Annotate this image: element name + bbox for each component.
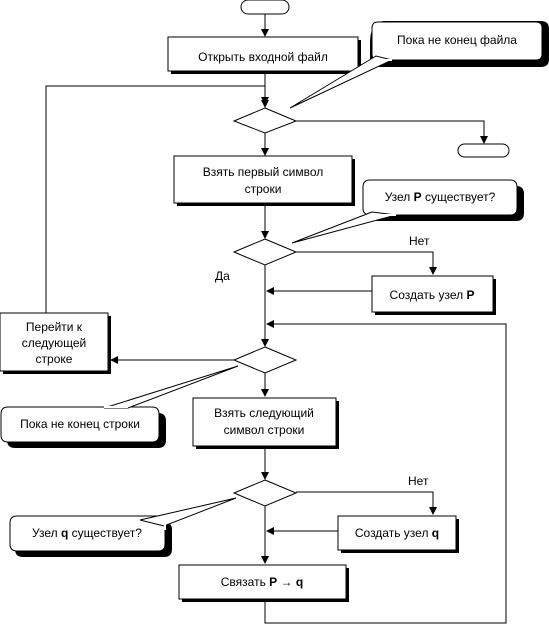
decision-q-exists (232, 479, 298, 507)
take-next-label-line2: символ строки (224, 423, 305, 437)
create-q-label: Создать узел q (355, 526, 439, 540)
link-label: Связать P → q (221, 575, 303, 589)
flow-loop-line (264, 320, 507, 624)
callout-q-exists-text: Узел q существует? (32, 526, 142, 540)
open-file-label: Открыть входной файл (198, 50, 328, 64)
start-terminator (240, 0, 290, 15)
take-first-label-line1: Взять первый символ (203, 165, 324, 179)
decision-end-of-line (232, 346, 298, 374)
take-first-label-line2: строки (245, 182, 282, 196)
end-terminator (457, 143, 510, 158)
decision-end-of-file (232, 107, 298, 134)
branch-label-no-q: Нет (408, 474, 429, 488)
take-first-node: Взять первый символ строки (173, 155, 355, 206)
goto-next-line-node: Перейти к следующей строке (0, 312, 111, 374)
flow-to-end (296, 120, 488, 144)
callout-file-loop-text: Пока не конец файла (397, 33, 517, 47)
callout-q-exists: Узел q существует? (9, 497, 237, 557)
take-next-label-line1: Взять следующий (214, 406, 314, 420)
branch-label-yes-p: Да (215, 269, 230, 283)
branch-label-no-p: Нет (409, 234, 430, 248)
flow-decision4-no (296, 491, 437, 515)
goto-next-label-line2: следующей (22, 336, 87, 350)
callout-p-exists-text: Узел P существует? (385, 190, 496, 204)
link-node: Связать P → q (178, 564, 349, 602)
callout-p-exists: Узел P существует? (291, 179, 524, 244)
create-p-node: Создать узел P (371, 275, 496, 315)
take-next-node: Взять следующий символ строки (192, 397, 339, 449)
connectors (45, 14, 507, 624)
flow-decision2-no (296, 251, 437, 275)
callout-file-loop: Пока не конец файла (289, 21, 549, 109)
callout-line-loop-text: Пока не конец строки (20, 417, 140, 431)
open-file-node: Открыть входной файл (167, 36, 361, 74)
create-p-label: Создать узел P (390, 288, 475, 302)
flow-loop-file (45, 85, 269, 313)
decision-p-exists (232, 238, 298, 266)
create-q-node: Создать узел q (337, 515, 459, 553)
callout-line-loop: Пока не конец строки (0, 365, 239, 448)
goto-next-label-line1: Перейти к (26, 320, 83, 334)
goto-next-label-line3: строке (36, 352, 73, 366)
